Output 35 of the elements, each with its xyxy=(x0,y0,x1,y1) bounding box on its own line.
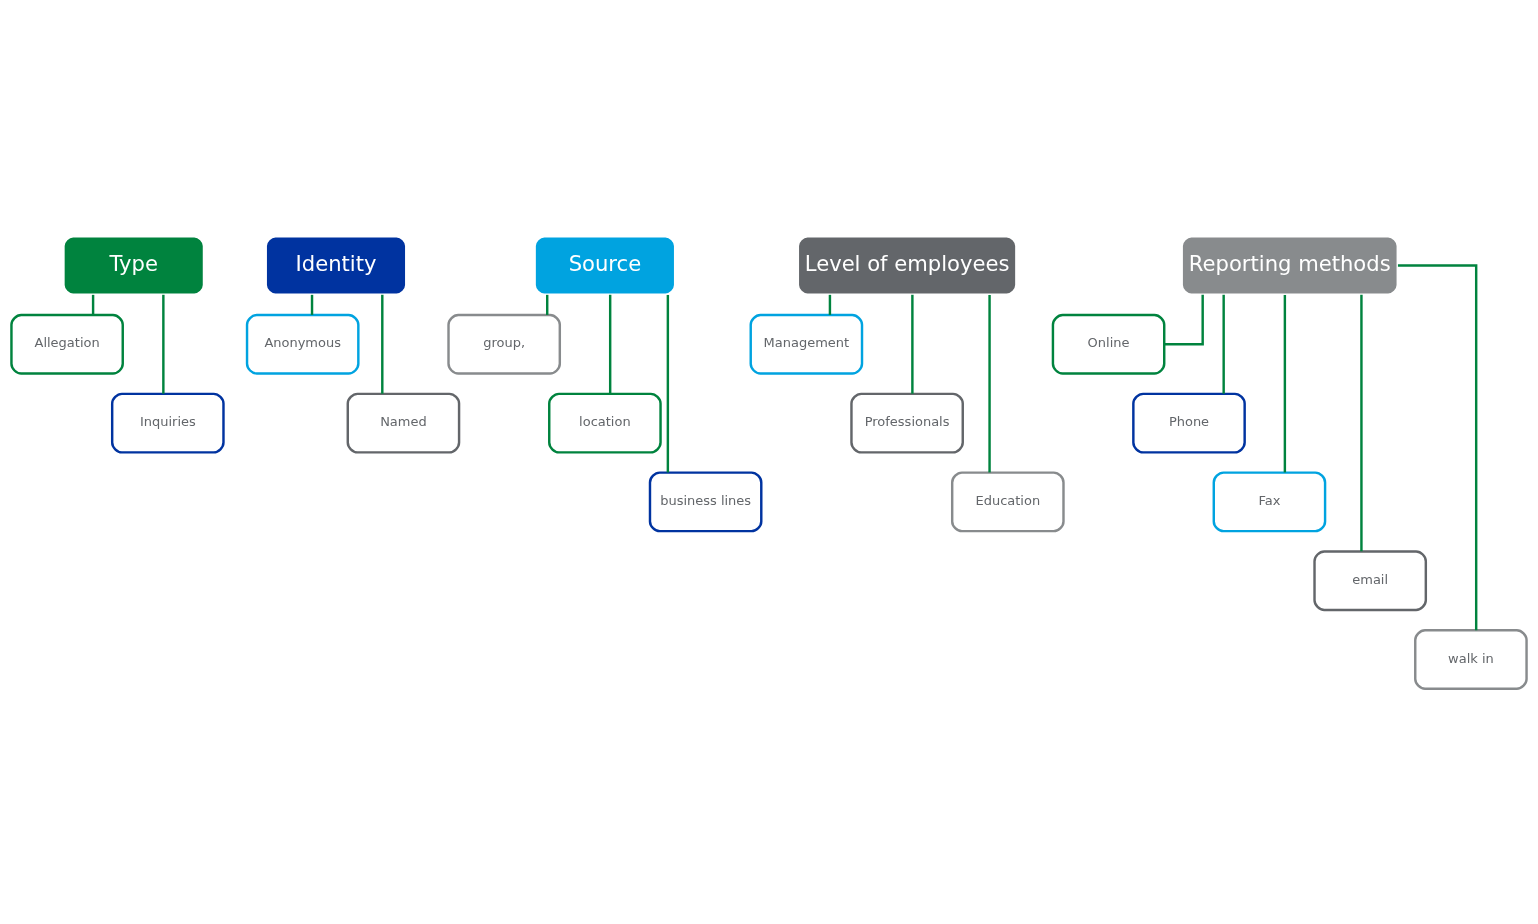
connector xyxy=(666,294,670,472)
node-box: Named xyxy=(346,392,461,454)
connector xyxy=(1164,294,1204,346)
node-box: Management xyxy=(749,313,864,375)
connector xyxy=(988,294,991,472)
node-box: Reporting methods xyxy=(1180,234,1399,296)
connector xyxy=(1283,294,1287,472)
node-box: Phone xyxy=(1132,392,1246,454)
node-box: walk in xyxy=(1414,628,1528,690)
connector xyxy=(381,294,384,394)
connector xyxy=(1360,294,1363,551)
connector xyxy=(162,294,165,394)
node-box: Source xyxy=(533,234,677,296)
node-box: Professionals xyxy=(850,392,964,454)
node-box: Level of employees xyxy=(796,234,1018,296)
node-box: location xyxy=(548,392,662,454)
connector xyxy=(1397,263,1478,630)
node-box: Education xyxy=(950,470,1065,532)
node-box: Fax xyxy=(1212,470,1327,532)
connector xyxy=(911,294,914,394)
node-box: business lines xyxy=(648,470,763,532)
node-box: Inquiries xyxy=(110,392,225,454)
node-box: Identity xyxy=(264,234,408,296)
node-box: Online xyxy=(1051,313,1166,375)
node-box: email xyxy=(1313,549,1428,611)
node-box: Anonymous xyxy=(245,313,360,375)
node-box: Allegation xyxy=(10,313,124,375)
connector xyxy=(1222,294,1225,394)
connector xyxy=(828,294,832,315)
node-box: Type xyxy=(62,234,206,296)
connector xyxy=(91,294,95,315)
connector xyxy=(608,294,612,394)
node-box: group, xyxy=(447,313,562,375)
connector xyxy=(310,294,314,315)
connector xyxy=(546,294,549,315)
